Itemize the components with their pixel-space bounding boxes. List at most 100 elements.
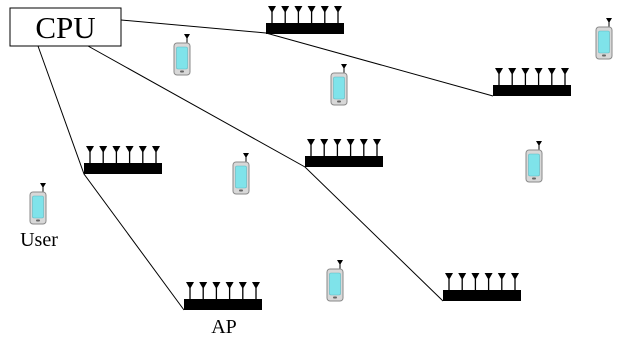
- antenna-head: [225, 282, 234, 289]
- antenna-head: [86, 146, 94, 153]
- antenna-icon: [334, 6, 342, 23]
- antenna-head: [333, 139, 342, 146]
- antenna-head: [561, 68, 569, 75]
- antenna-head: [458, 273, 467, 280]
- user-label: User: [20, 229, 58, 251]
- phone-button: [602, 54, 606, 57]
- phone-icon: [595, 18, 613, 60]
- antenna-icon: [359, 139, 368, 156]
- antenna-head: [281, 6, 290, 13]
- antenna-head: [138, 146, 147, 153]
- phone-antenna-head: [606, 18, 612, 23]
- phone-screen: [333, 76, 345, 100]
- antenna-icon: [138, 146, 147, 163]
- antenna-icon: [458, 273, 467, 290]
- antenna-icon: [99, 146, 108, 163]
- antenna-head: [186, 282, 194, 289]
- antenna-icon: [268, 6, 276, 23]
- phone-antenna-head: [184, 34, 190, 39]
- phone-screen: [235, 165, 247, 189]
- phone-antenna-head: [341, 64, 347, 69]
- ap-top: [266, 6, 344, 34]
- phone-button: [36, 219, 40, 222]
- ap-bottom: [184, 282, 262, 310]
- ap-bar: [184, 299, 262, 310]
- antenna-head: [307, 139, 315, 146]
- antenna-icon: [186, 282, 194, 299]
- ap-bar: [493, 85, 571, 96]
- phone-antenna-head: [243, 153, 249, 158]
- antenna-icon: [561, 68, 569, 85]
- ap-center: [305, 139, 383, 167]
- antenna-icon: [86, 146, 94, 163]
- ap-bar: [84, 163, 162, 174]
- cpu-box: [9, 7, 122, 47]
- antenna-icon: [225, 282, 234, 299]
- antenna-head: [99, 146, 108, 153]
- antenna-head: [445, 273, 453, 280]
- phone-button: [333, 296, 337, 299]
- antenna-head: [294, 6, 303, 13]
- phone-button: [532, 177, 536, 180]
- ap-right: [493, 68, 571, 96]
- phone-icon: [173, 34, 191, 76]
- antenna-head: [547, 68, 556, 75]
- antenna-icon: [495, 68, 503, 85]
- antenna-head: [373, 139, 381, 146]
- antenna-icon: [294, 6, 303, 23]
- antenna-head: [252, 282, 260, 289]
- antenna-icon: [547, 68, 556, 85]
- antenna-icon: [199, 282, 208, 299]
- antenna-head: [497, 273, 506, 280]
- antenna-icon: [521, 68, 530, 85]
- antenna-head: [346, 139, 355, 146]
- antenna-head: [268, 6, 276, 13]
- phone-screen: [528, 153, 540, 177]
- antenna-head: [112, 146, 121, 153]
- antenna-head: [320, 139, 329, 146]
- antenna-head: [125, 146, 134, 153]
- cpu-node: CPU: [9, 7, 122, 47]
- ap-bar: [266, 23, 344, 34]
- phone-icon: [326, 260, 344, 302]
- antenna-icon: [508, 68, 517, 85]
- antenna-icon: [238, 282, 247, 299]
- antenna-icon: [212, 282, 221, 299]
- phone-screen: [176, 46, 188, 70]
- antenna-icon: [534, 68, 543, 85]
- antenna-head: [359, 139, 368, 146]
- phone-screen: [598, 30, 610, 54]
- phone-icon: [330, 64, 348, 106]
- access-points: [84, 6, 571, 310]
- antenna-head: [307, 6, 316, 13]
- antenna-head: [471, 273, 480, 280]
- ap-bottom-right: [443, 273, 521, 301]
- antenna-icon: [152, 146, 160, 163]
- antenna-icon: [112, 146, 121, 163]
- ap-left: [84, 146, 162, 174]
- antenna-icon: [252, 282, 260, 299]
- antenna-icon: [497, 273, 506, 290]
- ap-bar: [305, 156, 383, 167]
- antenna-icon: [445, 273, 453, 290]
- ap-label: AP: [211, 316, 237, 338]
- phone-antenna-head: [536, 141, 542, 146]
- antenna-icon: [471, 273, 480, 290]
- antenna-icon: [320, 6, 329, 23]
- phone-icon: [232, 153, 250, 195]
- antenna-head: [508, 68, 517, 75]
- phone-icon: [525, 141, 543, 183]
- link-left: [37, 45, 185, 311]
- antenna-head: [152, 146, 160, 153]
- phone-screen: [329, 272, 341, 296]
- antenna-icon: [333, 139, 342, 156]
- antenna-head: [212, 282, 221, 289]
- antenna-head: [534, 68, 543, 75]
- antenna-icon: [125, 146, 134, 163]
- antenna-icon: [320, 139, 329, 156]
- ap-bar: [443, 290, 521, 301]
- antenna-icon: [373, 139, 381, 156]
- antenna-icon: [307, 139, 315, 156]
